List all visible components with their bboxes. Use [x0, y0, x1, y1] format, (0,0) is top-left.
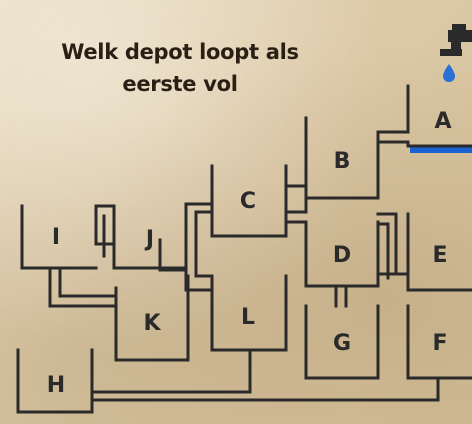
depot-k [114, 274, 190, 362]
depot-e [406, 212, 472, 292]
pipe-h-inlet [90, 390, 100, 402]
depot-label-l: L [241, 305, 255, 330]
pipe-b-c-upper [284, 164, 308, 188]
depot-label-a: A [434, 109, 451, 134]
pipe-i-k-2 [58, 266, 118, 298]
pipe-c-l [194, 224, 214, 278]
depot-label-f: F [432, 331, 447, 356]
pipe-l-h [96, 348, 252, 394]
depot-label-k: K [143, 311, 161, 336]
water-tap-icon [440, 24, 472, 56]
depot-label-j: J [144, 227, 154, 252]
depot-b [304, 116, 380, 200]
depot-a-water [410, 146, 472, 153]
depot-label-h: H [47, 373, 65, 398]
question-line-2: eerste vol [122, 72, 238, 96]
pipe-a-b-lower [376, 140, 472, 148]
pipe-d-e-1 [376, 212, 398, 274]
depot-label-d: D [333, 243, 351, 268]
depot-label-c: C [240, 189, 256, 214]
water-drop-icon [443, 64, 455, 82]
depot-j [112, 224, 188, 270]
pipe-i-k [48, 266, 118, 308]
pipe-f-h [96, 376, 440, 402]
depot-label-g: G [333, 331, 351, 356]
pipe-i-j-1 [94, 204, 116, 246]
pipe-c-l-2 [184, 212, 214, 292]
depot-label-e: E [432, 243, 447, 268]
depot-label-i: I [52, 225, 60, 250]
depot-h [16, 348, 94, 414]
pipe-j-l [158, 238, 188, 272]
puzzle-question: Welk depot loopt als eerste vol [40, 36, 320, 100]
pipe-c-j [194, 210, 214, 228]
depot-d [304, 220, 380, 288]
question-line-1: Welk depot loopt als [61, 40, 299, 64]
depot-i [20, 204, 98, 270]
pipe-b-c-lower [284, 196, 308, 214]
pipe-d-e-2 [376, 222, 390, 280]
depot-f [406, 304, 472, 380]
depot-g [304, 304, 380, 380]
depot-c-left [184, 164, 214, 216]
pipe-a-b [376, 130, 410, 144]
depot-label-b: B [334, 149, 351, 174]
